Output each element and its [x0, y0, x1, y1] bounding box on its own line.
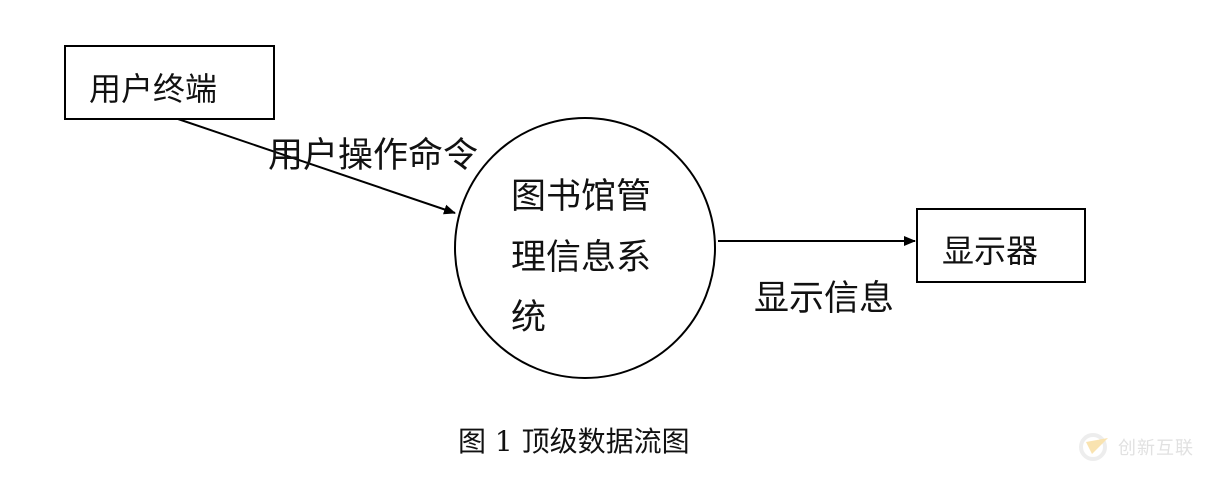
watermark-icon	[1079, 433, 1108, 461]
user-command-arrow	[177, 118, 456, 215]
system-label-line-1: 图书馆管	[511, 177, 652, 217]
display-label: 显示器	[942, 232, 1039, 270]
figure-caption: 图 1 顶级数据流图	[458, 425, 690, 458]
display-info-label: 显示信息	[754, 279, 895, 319]
watermark-text: 创新互联	[1118, 438, 1194, 459]
system-label-line-2: 理信息系	[511, 238, 652, 278]
user-terminal-label: 用户终端	[89, 70, 218, 108]
system-process-circle	[454, 117, 716, 379]
watermark-logo: 创新互联	[1078, 432, 1194, 462]
user-command-label: 用户操作命令	[268, 136, 479, 176]
display-box	[916, 208, 1086, 283]
user-terminal-box	[64, 45, 275, 120]
system-label-line-3: 统	[511, 298, 547, 338]
